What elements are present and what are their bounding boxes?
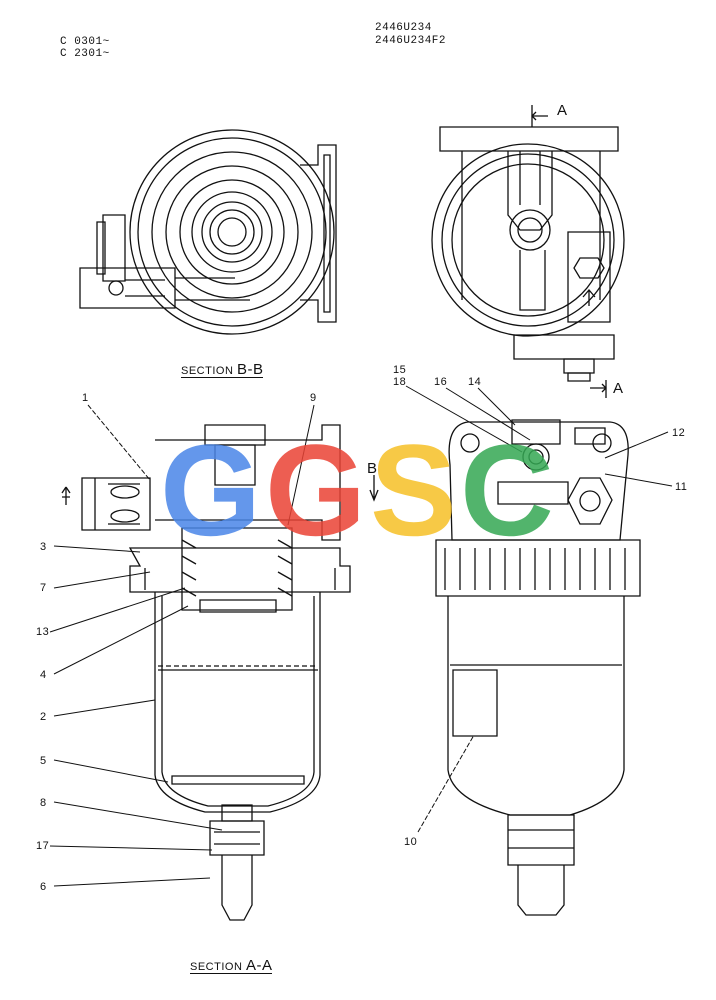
leader-lines xyxy=(50,386,672,886)
ggsc-watermark: G G S C xyxy=(160,417,554,555)
callout-8: 8 xyxy=(40,797,47,809)
section-aa-view xyxy=(62,425,378,920)
callout-10: 10 xyxy=(404,836,418,848)
callout-15: 15 xyxy=(393,364,407,376)
callout-7: 7 xyxy=(40,582,47,594)
serial-range-1: C 0301~ xyxy=(60,36,110,48)
part-number-1: 2446U234 xyxy=(375,22,432,34)
watermark-letter-2: G xyxy=(265,417,366,555)
callout-5: 5 xyxy=(40,755,47,767)
callout-11: 11 xyxy=(675,481,688,493)
cut-mark-a-top: A xyxy=(557,102,568,119)
exterior-view xyxy=(436,420,640,915)
callout-16: 16 xyxy=(434,376,448,388)
watermark-letter-1: G xyxy=(160,417,261,555)
part-number-2: 2446U234F2 xyxy=(375,35,447,47)
section-bb-view xyxy=(80,130,336,334)
cut-mark-a-bottom: A xyxy=(613,380,624,397)
callout-14: 14 xyxy=(468,376,482,388)
callout-6: 6 xyxy=(40,881,47,893)
callout-4: 4 xyxy=(40,669,47,681)
serial-range-2: C 2301~ xyxy=(60,48,110,60)
cut-mark-b: B xyxy=(367,460,378,477)
section-aa-label: SECTION A-A xyxy=(190,957,273,974)
section-bb-label: SECTION B-B xyxy=(181,361,264,378)
watermark-letter-3: S xyxy=(370,417,457,555)
callout-12: 12 xyxy=(672,427,686,439)
callout-3: 3 xyxy=(40,541,47,553)
callout-1: 1 xyxy=(82,392,89,404)
callout-2: 2 xyxy=(40,711,47,723)
callout-17: 17 xyxy=(36,840,50,852)
callout-18: 18 xyxy=(393,376,407,388)
watermark-letter-4: C xyxy=(460,417,554,555)
callout-9: 9 xyxy=(310,392,317,404)
side-view xyxy=(432,105,624,398)
callout-13: 13 xyxy=(36,626,50,638)
